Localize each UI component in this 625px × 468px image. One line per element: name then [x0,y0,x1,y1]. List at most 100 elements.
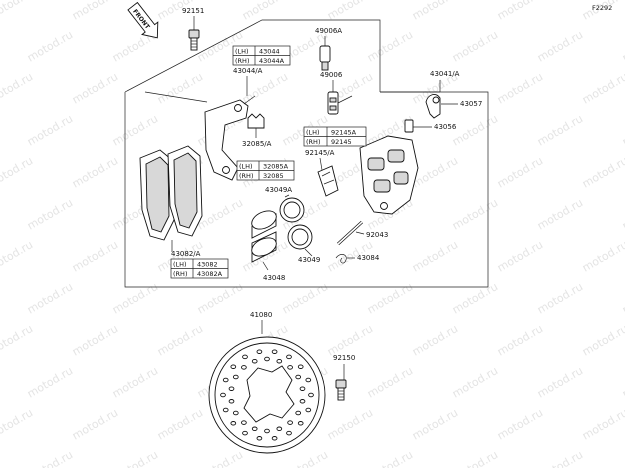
watermark-text: motod.ru [70,322,120,358]
watermark-text: motod.ru [0,238,35,274]
watermark-text: motod.ru [0,322,35,358]
watermark-text: motod.ru [410,322,460,358]
pad-pin [336,220,365,246]
watermark-text: motod.ru [450,280,500,316]
watermark-text: motod.ru [620,28,625,64]
disc-vent-hole [241,365,247,370]
pin-49006 [327,80,353,115]
label-43082A: 43082/A [171,250,201,258]
t92145-lh-tag: (LH) [306,129,320,137]
disc-vent-hole [276,358,283,364]
bleeder-valve [404,119,432,133]
t43044-lh-tag: (LH) [235,48,249,56]
watermark-text: motod.ru [155,70,205,106]
table-32085: (LH) 32085A (RH) 32085 [236,160,295,181]
watermark-text: motod.ru [620,364,625,400]
watermark-text: motod.ru [450,364,500,400]
caliper-body [359,135,419,215]
disc-vent-hole [297,364,304,369]
watermark-text: motod.ru [620,448,625,468]
label-41080: 41080 [250,311,272,319]
disc-vent-hole [286,354,292,360]
disc-vent-hole [241,420,247,425]
watermark-text: motod.ru [0,154,35,190]
disc-bolt [335,364,347,401]
watermark-text: motod.ru [580,238,625,274]
watermark-text: motod.ru [195,280,245,316]
disc-vent-hole [232,374,239,380]
watermark-text: motod.ru [0,406,35,442]
figure-code: F2292 [592,4,612,12]
watermark-text: motod.ru [0,70,35,106]
t32085-rh-tag: (RH) [239,172,253,180]
watermark-text: motod.ru [110,364,160,400]
disc-vent-hole [228,399,235,404]
disc-vent-hole [242,354,248,360]
watermark-text: motod.ru [410,0,460,23]
watermark-text: motod.ru [495,70,545,106]
label-43057: 43057 [460,100,482,108]
label-43084: 43084 [357,254,380,262]
watermark-text: motod.ru [580,406,625,442]
watermark-text: motod.ru [495,406,545,442]
disc-vent-hole [297,421,304,426]
label-92145A: 92145/A [305,149,335,157]
brake-disc [208,320,326,454]
disc-vent-hole [271,349,278,354]
watermark-text: motod.ru [535,280,585,316]
disc-vent-hole [256,436,263,441]
watermark-text: motod.ru [70,0,120,23]
disc-vent-hole [287,420,293,425]
disc-vent-hole [305,377,312,383]
watermark-text: motod.ru [620,280,625,316]
watermark-text: motod.ru [25,196,75,232]
disc-vent-hole [251,426,258,432]
label-92151: 92151 [182,7,204,15]
watermark-text: motod.ru [495,154,545,190]
disc-vent-hole [256,349,263,354]
disc-vent-hole [264,356,270,362]
t43082-lh-tag: (LH) [173,261,187,269]
watermark-text: motod.ru [110,112,160,148]
label-49006A: 49006A [315,27,342,35]
watermark-text: motod.ru [280,448,330,468]
watermark-text: motod.ru [280,280,330,316]
t32085-lh-tag: (LH) [239,163,253,171]
t43044-lh: 43044 [259,48,280,56]
watermark-text: motod.ru [535,364,585,400]
t92145-rh-tag: (RH) [306,138,320,146]
watermark-text: motod.ru [155,322,205,358]
watermark-text: motod.ru [365,280,415,316]
label-92043: 92043 [366,231,388,239]
banjo-hose [425,94,458,119]
disc-vent-hole [305,407,312,413]
table-92145: (LH) 92145A (RH) 92145 [303,126,367,147]
disc-vent-hole [299,399,306,404]
watermark-text: motod.ru [535,112,585,148]
disc-vent-hole [264,428,270,434]
pad-spring [247,113,265,138]
disc-vent-hole [220,392,226,398]
t32085-rh: 32085 [263,172,284,180]
disc-vent-hole [230,421,237,426]
disc-vent-hole [276,426,283,432]
caliper-bracket [204,95,256,181]
disc-vent-hole [308,392,314,398]
disc-vent-hole [299,386,306,391]
watermark-text: motod.ru [70,154,120,190]
watermark-text: motod.ru [25,364,75,400]
disc-vent-hole [295,374,302,380]
t43082-lh: 43082 [197,261,218,269]
disc-vent-hole [242,430,248,436]
label-43049A: 43049A [265,186,292,194]
pin-clip [335,254,355,264]
watermark-text: motod.ru [0,0,35,23]
watermark-text: motod.ru [620,196,625,232]
disc-vent-hole [287,365,293,370]
t43044-rh: 43044A [259,57,285,65]
label-49006: 49006 [320,71,343,79]
piston-seals [279,194,313,257]
watermark-text: motod.ru [325,406,375,442]
watermark-text: motod.ru [155,406,205,442]
